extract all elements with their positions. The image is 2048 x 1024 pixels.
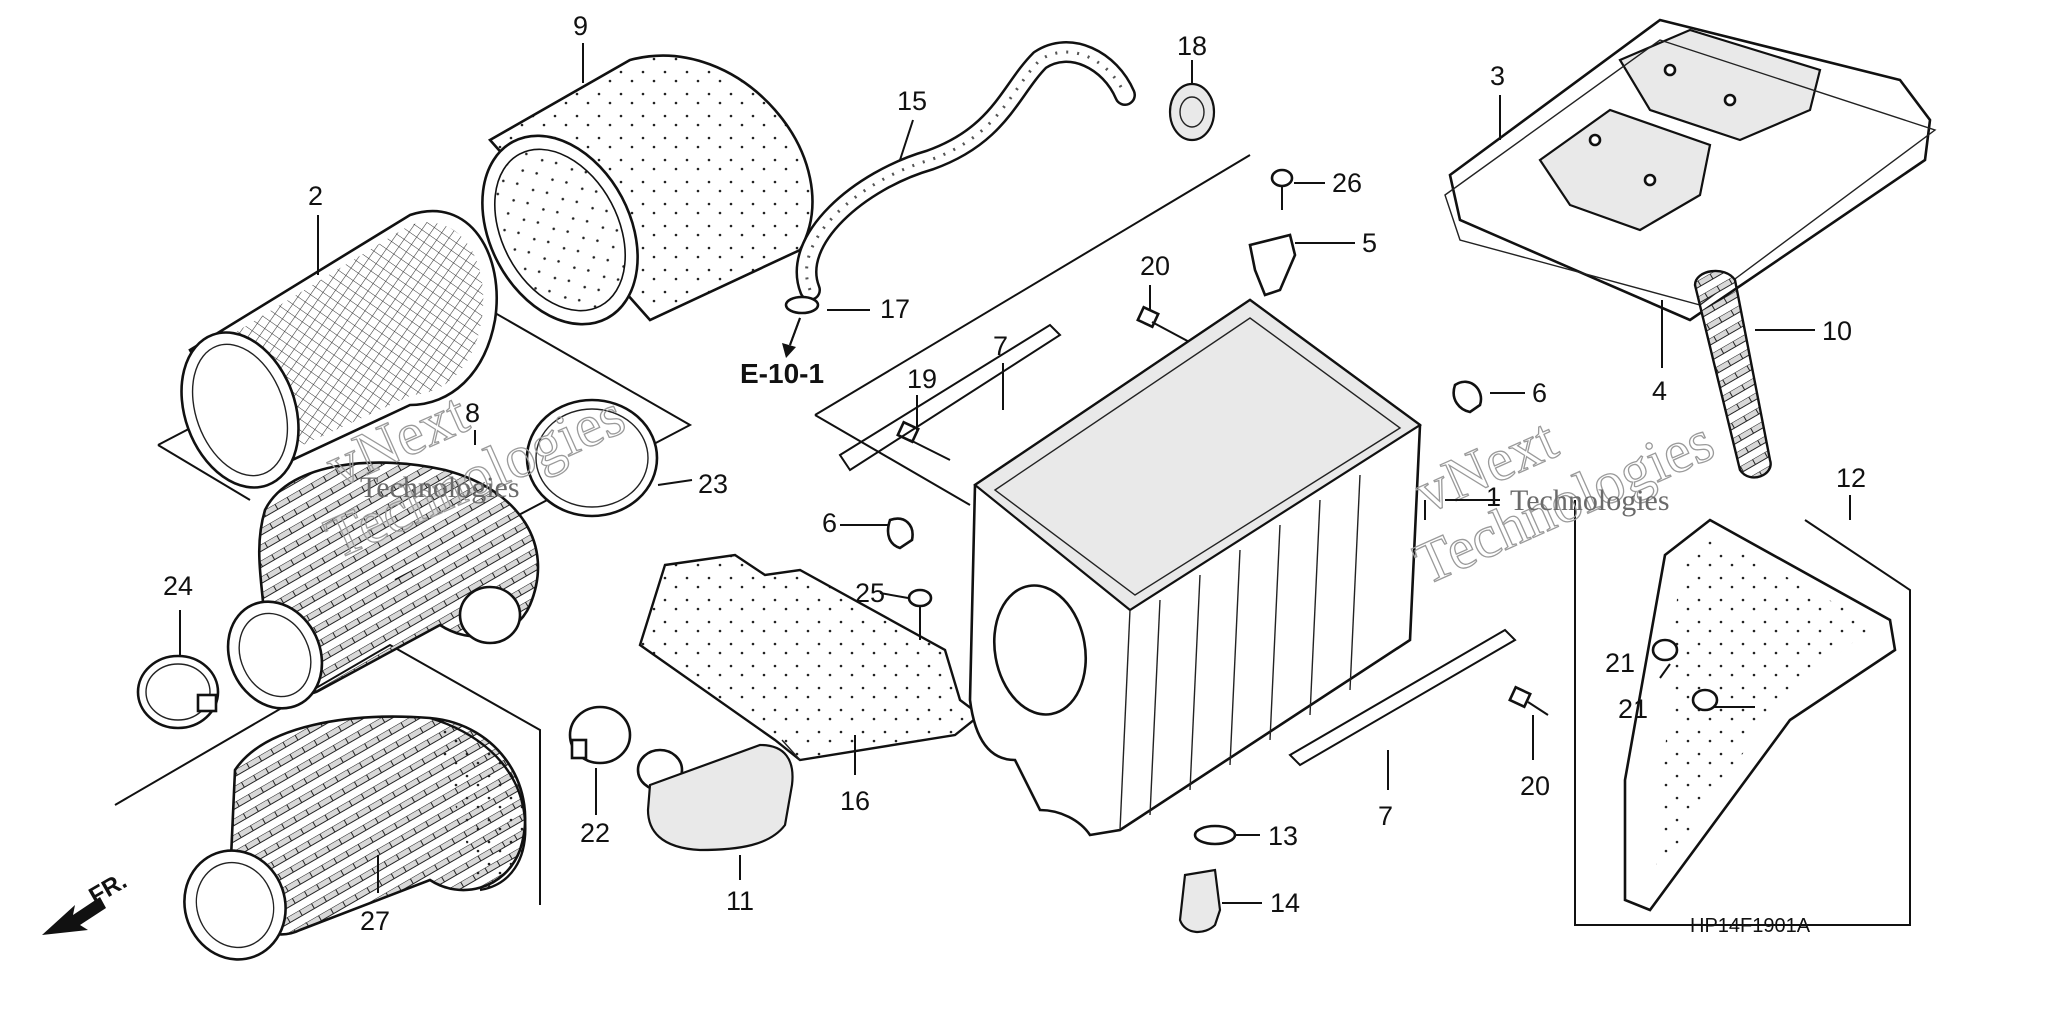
- callout-4: 4: [1652, 376, 1667, 406]
- callout-14: 14: [1270, 888, 1300, 918]
- callout-11: 11: [726, 886, 754, 916]
- hose-clip-17: [784, 295, 820, 315]
- callout-7-left: 7: [993, 331, 1008, 361]
- front-direction-arrow: [42, 897, 106, 935]
- watermark-line-left: Technologies: [360, 471, 520, 504]
- bolt-20-top: [1136, 305, 1196, 346]
- inlet-duct: [226, 461, 540, 710]
- lower-frame: [114, 643, 541, 905]
- reference-arrow: [782, 317, 801, 358]
- callout-18: 18: [1177, 31, 1207, 61]
- band-7-left: [838, 323, 1062, 472]
- reference-label: E-10-1: [740, 358, 824, 389]
- callout-17: 17: [880, 294, 910, 324]
- callout-22: 22: [580, 818, 610, 848]
- callout-2: 2: [308, 181, 323, 211]
- callout-21-top: 21: [1605, 648, 1635, 678]
- callout-24: 24: [163, 571, 193, 601]
- diagram-code: HP14F1901A: [1690, 915, 1811, 937]
- callout-20-top: 20: [1140, 251, 1170, 281]
- callout-16: 16: [840, 786, 870, 816]
- callout-10: 10: [1822, 316, 1852, 346]
- band-clamp: [525, 398, 659, 518]
- clamp-24: [136, 654, 220, 730]
- side-cover-panel: [1623, 518, 1897, 912]
- callout-21-bottom: 21: [1618, 694, 1648, 724]
- drain-plug-14: [1178, 868, 1222, 933]
- band-7-right: [1288, 628, 1517, 767]
- air-filter-element: [180, 209, 498, 489]
- callout-13: 13: [1268, 821, 1298, 851]
- housing-cover: [1448, 18, 1932, 322]
- watermark-line-right: Technologies: [1510, 484, 1670, 517]
- drain-clip-13: [1193, 824, 1237, 846]
- breather-bracket: [814, 154, 1251, 506]
- pre-filter-sleeve: [481, 54, 814, 326]
- bolt-19: [896, 420, 951, 461]
- cover-gasket: [1444, 39, 1937, 306]
- callout-23: 23: [698, 469, 728, 499]
- callout-5: 5: [1362, 228, 1377, 258]
- cover-frame: [1574, 500, 1911, 926]
- bracket-5: [1248, 233, 1297, 297]
- nut-21-top: [1651, 638, 1679, 662]
- nut-21-bottom: [1691, 688, 1719, 712]
- tube-10: [1693, 269, 1772, 479]
- clamp-22: [568, 705, 632, 765]
- callout-9: 9: [573, 11, 588, 41]
- base-plate: [638, 553, 982, 762]
- bolt-25: [907, 588, 933, 640]
- grommet-18: [1168, 82, 1216, 142]
- bolt-20-right: [1508, 685, 1549, 716]
- drain-chamber: [636, 743, 794, 852]
- callout-6-right: 6: [1532, 378, 1547, 408]
- clip-6-left: [886, 517, 914, 550]
- callout-6-left: 6: [822, 508, 837, 538]
- clip-6-right: [1452, 380, 1483, 414]
- callout-1: 1: [1486, 482, 1501, 512]
- callout-25: 25: [855, 578, 885, 608]
- callout-26: 26: [1332, 168, 1362, 198]
- callout-19: 19: [907, 364, 937, 394]
- callout-numbers: 1 2 3 4 5 6 6 7 7 8 9 10 11 12 13 14 15 …: [163, 11, 1866, 936]
- bolt-26: [1270, 168, 1294, 210]
- callout-3: 3: [1490, 61, 1505, 91]
- callout-8: 8: [465, 398, 480, 428]
- callout-7-right: 7: [1378, 801, 1393, 831]
- outlet-duct: [183, 715, 527, 961]
- callout-15: 15: [897, 86, 927, 116]
- air-cleaner-case: [968, 298, 1422, 837]
- callout-27: 27: [360, 906, 390, 936]
- callout-20-right: 20: [1520, 771, 1550, 801]
- breather-hose: [795, 41, 1136, 301]
- callout-12: 12: [1836, 463, 1866, 493]
